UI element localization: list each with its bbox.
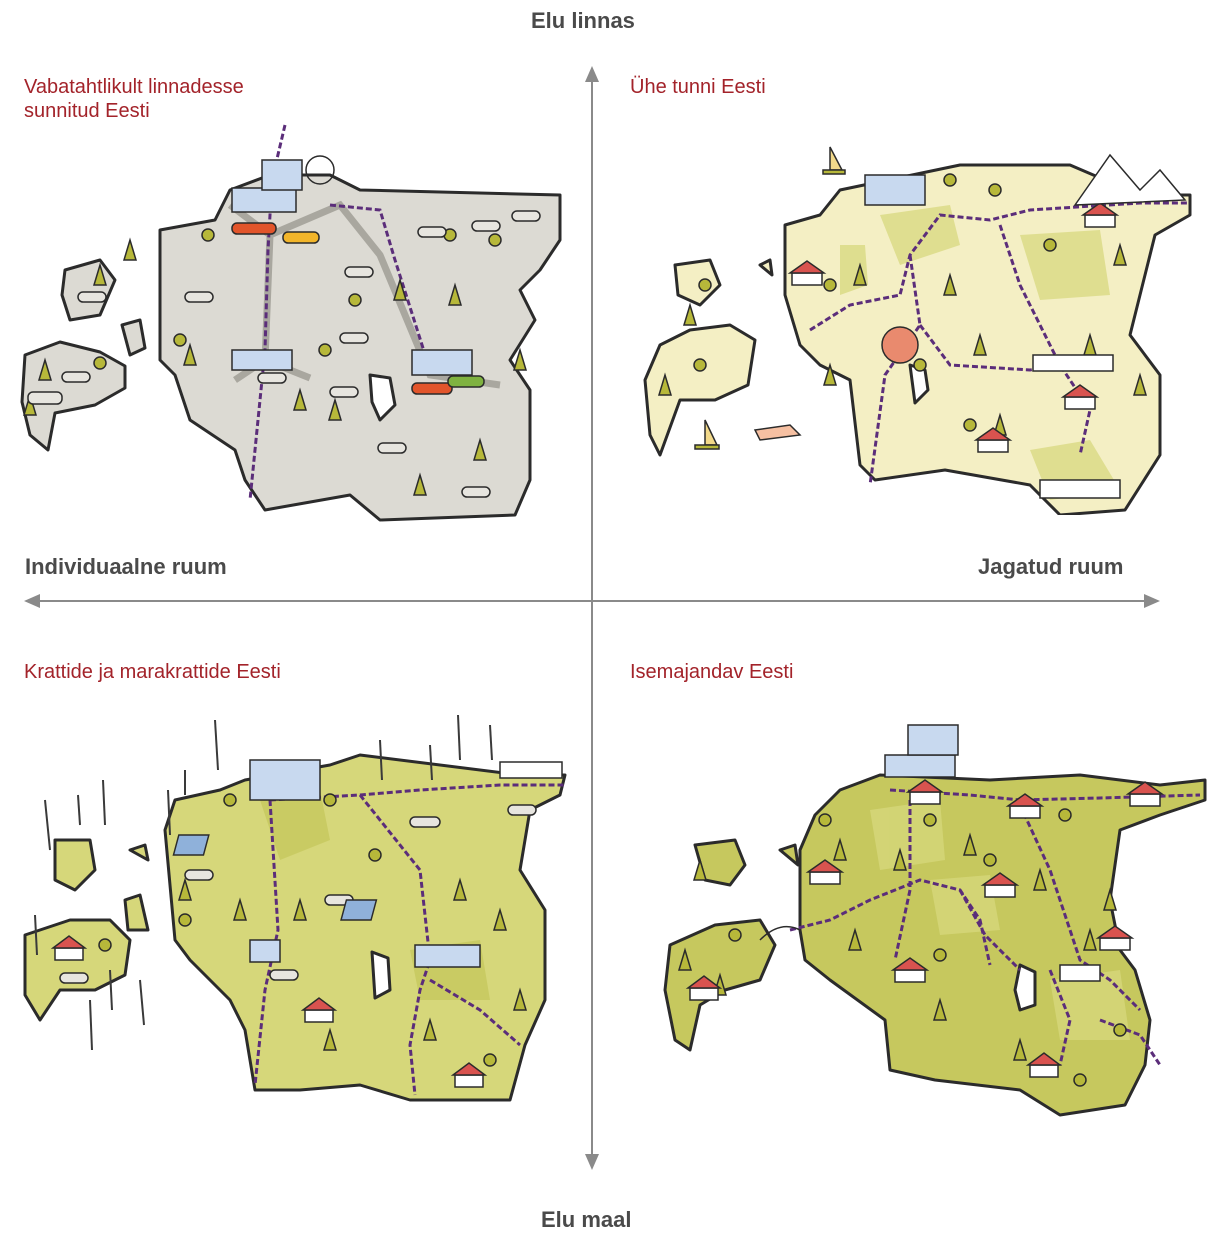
solar-panels (172, 834, 378, 921)
houses (787, 174, 1121, 499)
cars (27, 210, 541, 498)
umbrella-icon (881, 326, 919, 364)
colored-cars (231, 222, 485, 395)
trees (22, 237, 528, 496)
axis-label-bottom: Elu maal (541, 1207, 632, 1232)
trees (177, 877, 528, 1051)
bridge (759, 925, 801, 941)
axis-label-top: Elu linnas (531, 8, 635, 33)
quadrant-title-top-left-line1: Vabatahtlikult linnadesse (24, 76, 244, 98)
houses (685, 724, 1165, 1078)
buildings (231, 155, 473, 376)
map-top-left (20, 124, 562, 522)
map-bottom-left (23, 714, 567, 1102)
sailboats (694, 146, 846, 450)
round-trees (93, 228, 502, 370)
map-bottom-right (663, 724, 1207, 1117)
mountains (1073, 153, 1187, 206)
arrow-up-icon (585, 66, 599, 82)
trees (677, 832, 1118, 1061)
wind-turbines (34, 714, 493, 1051)
round-trees (728, 808, 1127, 1087)
round-trees (693, 173, 1057, 432)
arrow-right-icon (1144, 594, 1160, 608)
axis-label-left: Individuaalne ruum (25, 554, 227, 579)
railway (253, 783, 565, 1096)
arrow-down-icon (585, 1154, 599, 1170)
quadrant-title-top-right: Ühe tunni Eesti (630, 76, 766, 98)
arrow-left-icon (24, 594, 40, 608)
round-trees (98, 793, 497, 1067)
axis-label-right: Jagatud ruum (978, 554, 1124, 579)
trees (657, 242, 1148, 436)
buildings (50, 759, 563, 1088)
quadrant-title-top-left-line2: sunnitud Eesti (24, 100, 150, 122)
map-top-right (643, 146, 1192, 515)
quadrant-title-bottom-right: Isemajandav Eesti (630, 661, 794, 683)
quadrant-title-top-left: Vabatahtlikult linnadesse sunnitud Eesti (24, 75, 244, 123)
quadrant-title-bottom-left: Krattide ja marakrattide Eesti (24, 661, 281, 683)
